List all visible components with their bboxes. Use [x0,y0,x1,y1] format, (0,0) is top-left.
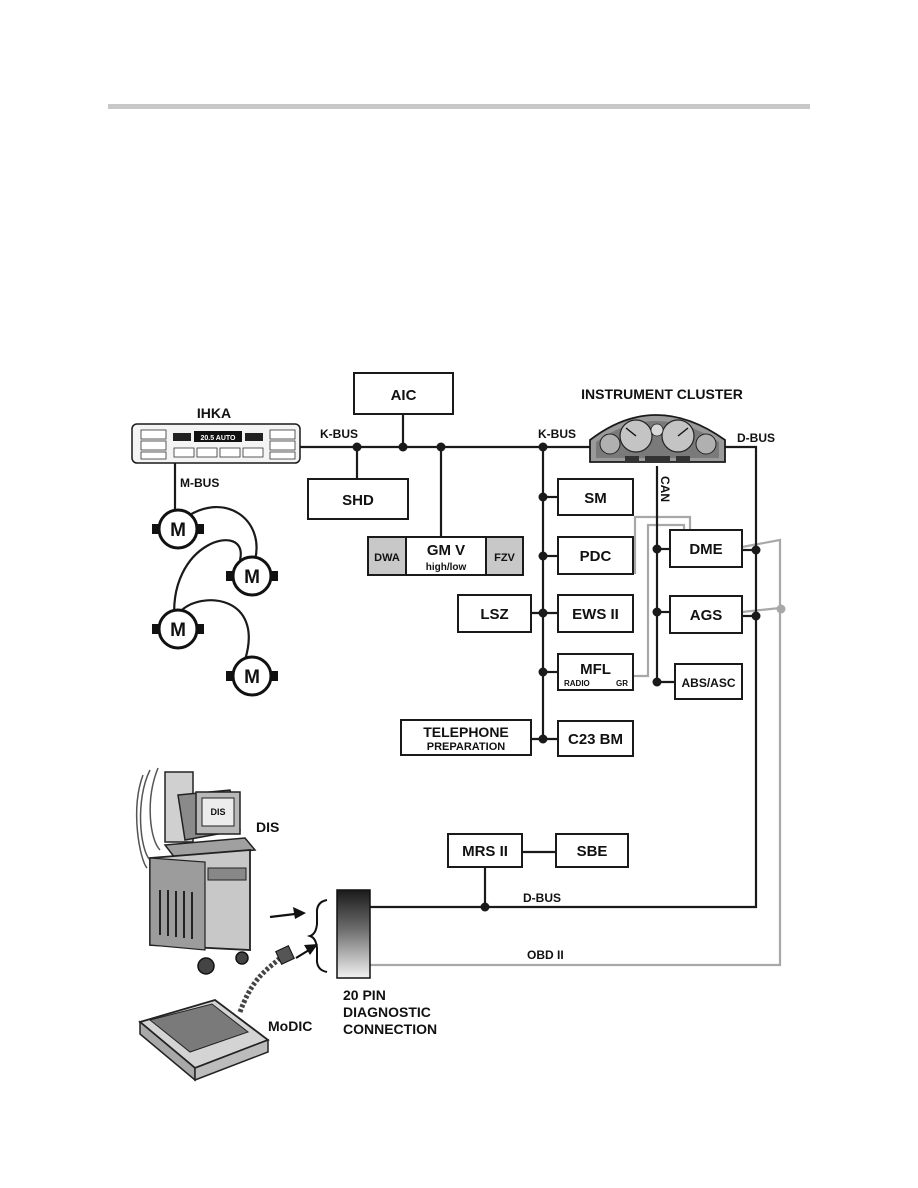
label-instrument-cluster: INSTRUMENT CLUSTER [581,386,743,402]
label-pdc: PDC [580,548,612,565]
arrow-right-icon [304,944,318,955]
label-kbus-right: K-BUS [538,427,576,441]
label-ags: AGS [690,607,723,624]
node-mfl: MFL RADIO GR [557,653,634,691]
label-mfl-radio: RADIO [564,679,590,688]
motor-3: M [152,608,204,650]
label-ews: EWS II [572,606,619,623]
label-can: CAN [658,476,672,502]
node-abs-asc: ABS/ASC [674,663,743,700]
kbus-lines [300,414,590,741]
node-ews: EWS II [557,594,634,633]
arrow-right-icon [293,907,306,919]
label-telephone: TELEPHONE [423,724,509,740]
node-aic: AIC [353,372,454,415]
mbus-wire-3 [179,599,250,661]
brace-icon [306,899,328,973]
label-modic: MoDIC [268,1018,312,1034]
label-connector-line3: CONNECTION [343,1021,437,1037]
label-abs-asc: ABS/ASC [681,676,735,690]
label-mfl: MFL [580,661,611,678]
node-gmv: DWA GM V high/low FZV [367,536,524,576]
motor-icon: M [244,667,260,688]
junction-dots [352,442,761,912]
label-sm: SM [584,490,607,507]
motor-icon: M [244,567,260,588]
label-mbus: M-BUS [180,476,219,490]
label-dbus-bottom: D-BUS [523,891,561,905]
dis-screen-text: DIS [210,807,225,817]
label-ihka: IHKA [197,405,231,421]
node-sm: SM [557,478,634,516]
node-sbe: SBE [555,833,629,868]
label-mfl-gr: GR [616,679,628,688]
label-lsz: LSZ [480,606,508,623]
ihka-display-text: 20.5 AUTO [200,435,236,442]
mbus-lines [173,463,258,661]
diagnostic-connector: 20 PIN DIAGNOSTIC CONNECTION [336,889,437,1037]
page-divider [108,104,810,109]
node-lsz: LSZ [457,594,532,633]
motor-2: M [226,555,278,597]
dbus-main-line [370,445,758,909]
label-dme: DME [689,541,722,558]
label-kbus-left: K-BUS [320,427,358,441]
motor-icon: M [170,620,186,641]
label-dwa: DWA [374,552,400,564]
node-telephone: TELEPHONE PREPARATION [400,719,532,756]
label-connector-line2: DIAGNOSTIC [343,1004,431,1020]
obd-lines [370,538,786,967]
label-shd: SHD [342,492,374,509]
obd-line-main [370,538,782,967]
node-dme: DME [669,529,743,568]
node-shd: SHD [307,478,409,520]
label-gmv-sub: high/low [426,562,467,573]
connection-arrows [269,899,328,973]
label-dis: DIS [256,819,279,835]
node-mrs: MRS II [447,833,523,868]
label-connector-line1: 20 PIN [343,987,386,1003]
label-c23bm: C23 BM [568,731,623,748]
label-sbe: SBE [577,843,608,860]
label-obd: OBD II [527,948,564,962]
label-mrs: MRS II [462,843,508,860]
obd-line-ags [741,606,781,614]
label-aic: AIC [391,387,417,404]
motor-4: M [226,655,278,697]
label-gmv: GM V [427,542,465,559]
motor-icon: M [170,520,186,541]
obd-junction [776,604,786,614]
mbus-wire-2 [173,539,242,626]
label-fzv: FZV [494,552,515,564]
label-preparation: PREPARATION [427,741,505,753]
node-ags: AGS [669,595,743,634]
ihka-panel: IHKA 20.5 AUTO [131,405,301,464]
node-c23bm: C23 BM [557,720,634,757]
modic-illustration: MoDIC [138,945,312,1082]
instrument-cluster: INSTRUMENT CLUSTER [581,386,743,463]
dis-tester-illustration: DIS DIS [136,767,279,975]
mbus-wire-1 [184,506,258,561]
motor-1: M [152,508,204,550]
node-pdc: PDC [557,536,634,575]
label-dbus-top: D-BUS [737,431,775,445]
